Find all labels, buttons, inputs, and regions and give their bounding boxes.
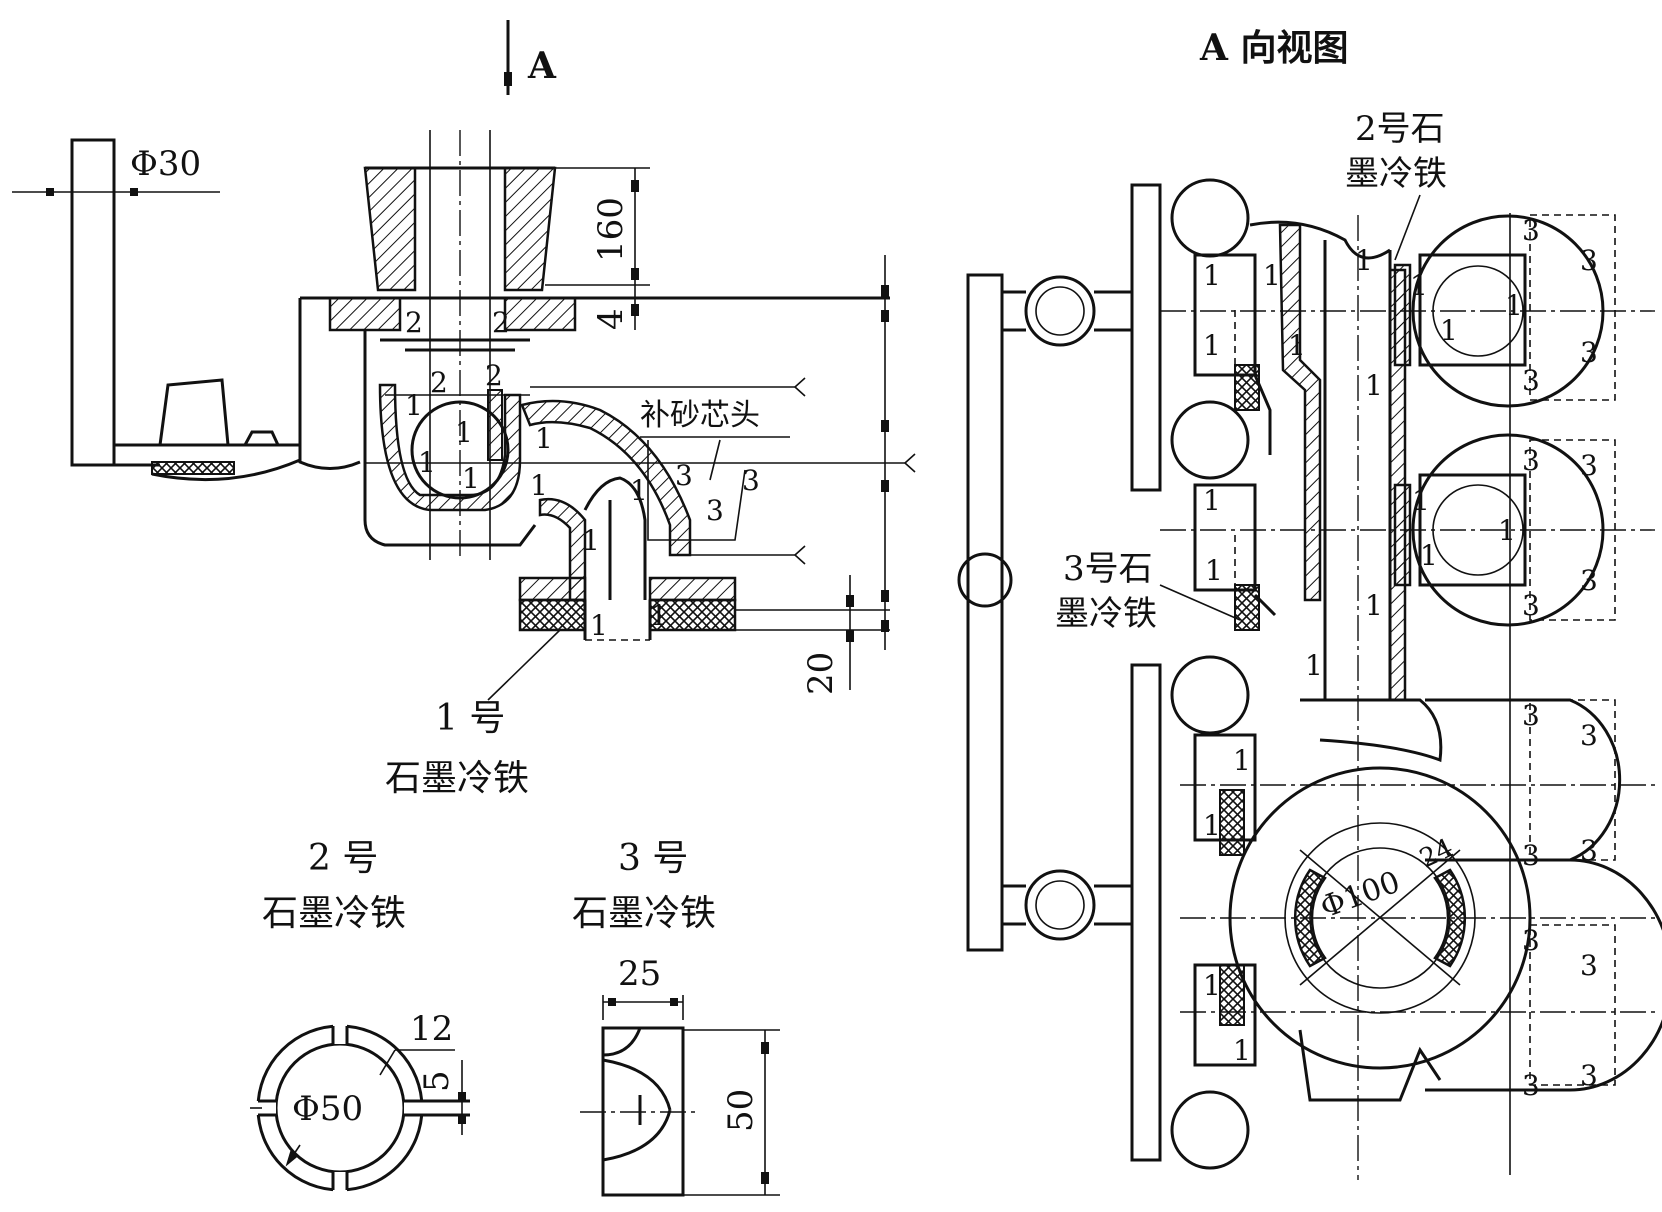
vent-riser: Φ30 [12, 138, 300, 467]
mark-3: 3 [742, 464, 760, 497]
mark-3: 3 [1522, 839, 1540, 872]
mark-1: 1 [1440, 314, 1458, 347]
mark-1: 1 [535, 422, 553, 455]
mark-1: 1 [1498, 514, 1516, 547]
mark-3: 3 [1580, 244, 1598, 277]
mark-1: 1 [462, 462, 480, 495]
mark-3: 3 [1580, 1059, 1598, 1092]
mark-1: 1 [1505, 289, 1523, 322]
mark-3: 3 [1522, 699, 1540, 732]
detail-chill-3: 3 号 石墨冷铁 25 50 [572, 838, 780, 1197]
mark-1: 1 [1203, 969, 1221, 1002]
elbow-pipe: 补砂芯头 [520, 377, 806, 602]
mark-2: 2 [430, 366, 448, 399]
mark-1: 1 [455, 416, 473, 449]
mark-1: 1 [405, 389, 423, 422]
dim-12: 12 [410, 1009, 453, 1049]
dim-5: 5 [417, 1070, 457, 1092]
chill3-label-num: 3 号 [618, 838, 688, 879]
chill1-label-name: 石墨冷铁 [385, 758, 529, 799]
mark-1: 1 [1203, 809, 1221, 842]
mark-3: 3 [1522, 444, 1540, 477]
mark-1: 1 [1203, 484, 1221, 517]
mark-2: 2 [492, 306, 510, 339]
mark-1: 1 [1410, 269, 1428, 302]
mark-1: 1 [630, 474, 648, 507]
mark-1: 1 [650, 599, 668, 632]
mark-1: 1 [1203, 259, 1221, 292]
a-view-marks: 1 1 1 1 1 1 1 1 1 1 1 1 1 1 1 1 1 1 1 1 … [1203, 214, 1598, 1102]
mark-3: 3 [1580, 719, 1598, 752]
mark-1: 1 [1263, 259, 1281, 292]
mark-3: 3 [1580, 336, 1598, 369]
right-circles [1160, 213, 1662, 1175]
mark-3: 3 [706, 494, 724, 527]
mark-3: 3 [1522, 214, 1540, 247]
mark-1: 1 [1203, 329, 1221, 362]
chill2-a-label-1: 2号石 [1355, 109, 1445, 149]
vertical-dimensions: 160 4 20 [365, 167, 916, 695]
chill3-label-name: 石墨冷铁 [572, 893, 716, 934]
mark-1: 1 [1412, 484, 1430, 517]
dim-4: 4 [591, 308, 631, 330]
a-view-labels: 2号石 墨冷铁 3号石 墨冷铁 [1055, 109, 1447, 634]
section-marks: 2 2 2 2 1 1 1 1 1 1 1 1 1 1 3 3 3 [405, 306, 760, 642]
dim-24: 24 [1415, 833, 1458, 874]
mark-1: 1 [1365, 589, 1383, 622]
a-direction-view: A 向视图 [957, 27, 1662, 1180]
ring-gates [1002, 275, 1132, 941]
mark-1: 1 [530, 469, 548, 502]
view-a-arrow: A [504, 20, 557, 95]
dim-25: 25 [618, 954, 661, 994]
flange-plate [298, 296, 890, 470]
body-cavity [363, 330, 537, 547]
mark-1: 1 [1205, 554, 1223, 587]
view-a-arrow-label: A [527, 45, 557, 87]
chill3-a-label-2: 墨冷铁 [1055, 594, 1157, 634]
section-view: A Φ30 [12, 20, 916, 799]
mark-3: 3 [675, 459, 693, 492]
a-view-title: A 向视图 [1199, 27, 1348, 69]
mark-1: 1 [1365, 369, 1383, 402]
dim-phi50: Φ50 [292, 1089, 363, 1129]
mark-1: 1 [582, 524, 600, 557]
base-chill-1: 1 号 石墨冷铁 [385, 576, 890, 799]
mark-1: 1 [1233, 1034, 1251, 1067]
dim-phi30: Φ30 [130, 144, 201, 184]
mark-3: 3 [1580, 834, 1598, 867]
dim-20: 20 [801, 652, 841, 695]
chill3-a-label-1: 3号石 [1063, 549, 1153, 589]
detail-chill-2: 2 号 石墨冷铁 Φ50 12 5 [250, 838, 470, 1196]
small-cup [151, 378, 301, 482]
mark-3: 3 [1580, 564, 1598, 597]
mark-3: 3 [1522, 1069, 1540, 1102]
chill2-a-label-2: 墨冷铁 [1345, 154, 1447, 194]
mark-1: 1 [1355, 244, 1373, 277]
mark-3: 3 [1580, 449, 1598, 482]
mark-1: 1 [1288, 329, 1306, 362]
mark-1: 1 [1420, 539, 1438, 572]
mark-3: 3 [1580, 949, 1598, 982]
mark-3: 3 [1522, 924, 1540, 957]
mark-2: 2 [485, 359, 503, 392]
dim-160: 160 [591, 197, 631, 262]
mark-3: 3 [1522, 364, 1540, 397]
core-head-label: 补砂芯头 [640, 398, 760, 433]
chill2-label-num: 2 号 [308, 838, 378, 879]
mark-1: 1 [1305, 649, 1323, 682]
mark-3: 3 [1522, 589, 1540, 622]
mark-1: 1 [1233, 744, 1251, 777]
mark-1: 1 [590, 609, 608, 642]
mark-2: 2 [405, 306, 423, 339]
dim-50: 50 [721, 1089, 761, 1132]
chill2-label-name: 石墨冷铁 [262, 893, 406, 934]
chill1-label-num: 1 号 [435, 698, 505, 739]
